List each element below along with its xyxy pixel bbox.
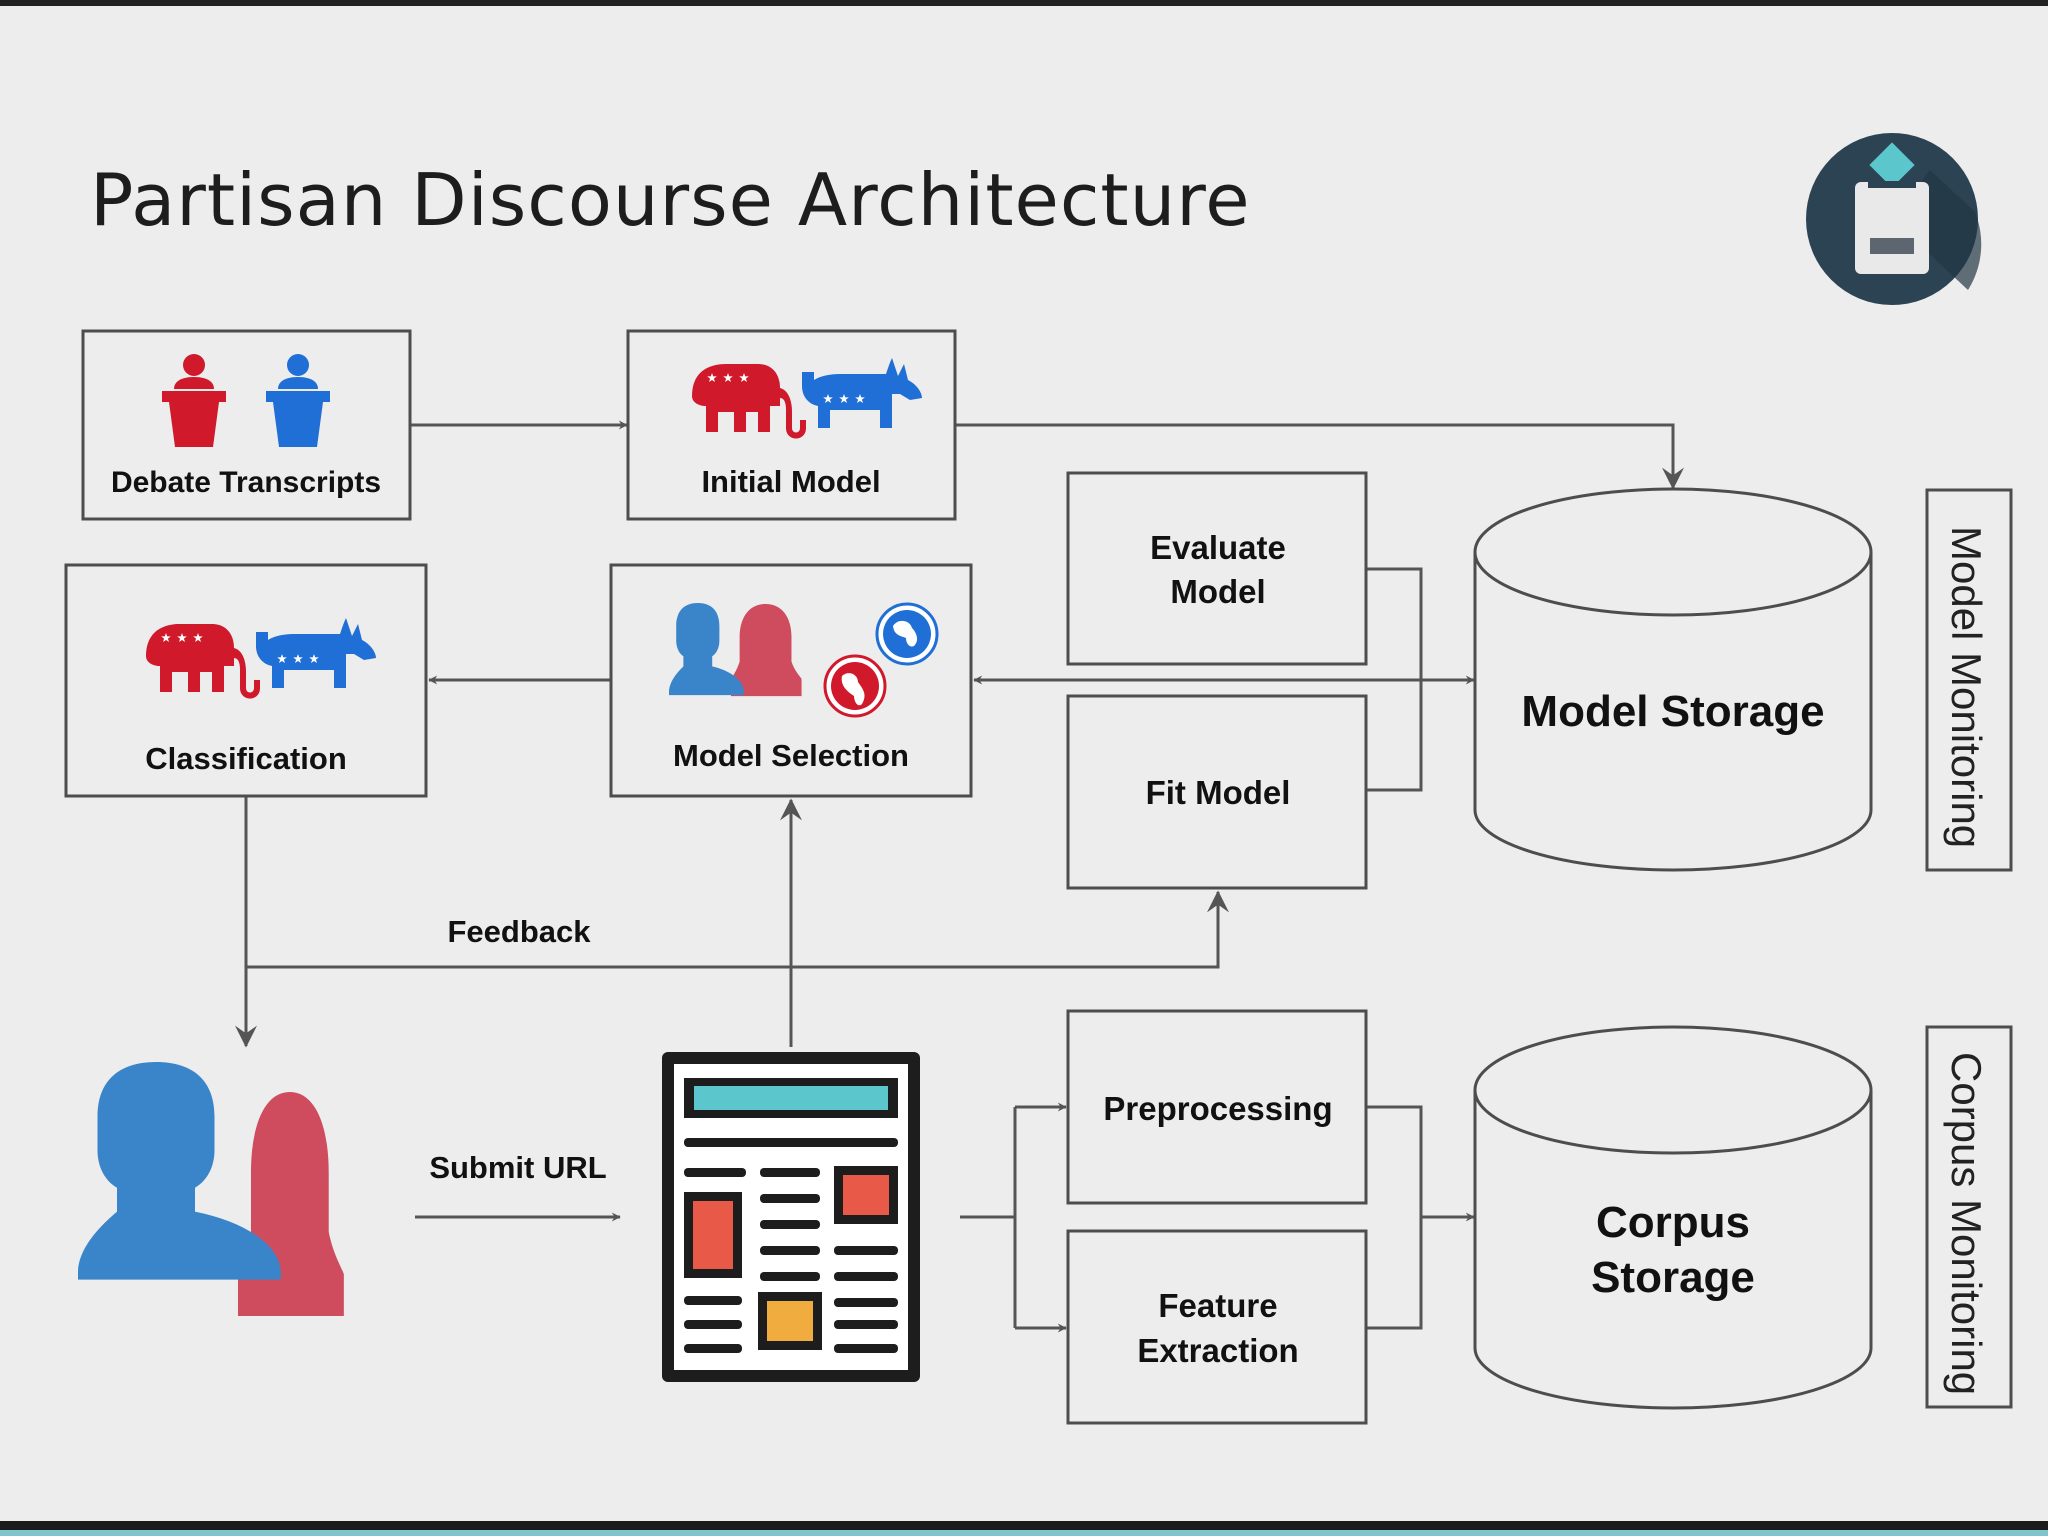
corpus-storage-node: Corpus Storage	[1473, 1025, 1873, 1410]
bracket-preprocess-feature	[1367, 1105, 1423, 1330]
page-title: Partisan Discourse Architecture	[90, 158, 1251, 242]
elephant-icon	[692, 364, 806, 439]
edge-feedback-to-fit-model	[246, 890, 1229, 969]
elephant-icon	[146, 624, 260, 699]
corpus-storage-label-2: Storage	[1591, 1253, 1755, 1302]
corpus-storage-label-1: Corpus	[1596, 1198, 1750, 1247]
corpus-monitoring-node: Corpus Monitoring	[1925, 1025, 2013, 1409]
preprocessing-label: Preprocessing	[1103, 1090, 1332, 1127]
preprocessing-node: Preprocessing	[1066, 1009, 1368, 1205]
globe-icon-red	[823, 654, 887, 718]
feedback-label: Feedback	[447, 914, 591, 949]
model-selection-label: Model Selection	[673, 738, 909, 773]
model-storage-label: Model Storage	[1521, 687, 1824, 736]
classification-label: Classification	[145, 741, 347, 776]
newspaper-icon	[662, 1052, 920, 1382]
classification-node: Classification	[64, 563, 428, 798]
user-icon-red	[731, 604, 802, 697]
connectors	[235, 420, 1684, 1333]
initial-model-node: Initial Model	[626, 329, 957, 521]
speaker-icon-blue	[266, 354, 330, 447]
bottom-border	[0, 1521, 2048, 1536]
feature-extraction-label-1: Feature	[1158, 1287, 1277, 1324]
debate-transcripts-label: Debate Transcripts	[111, 466, 381, 499]
feature-extraction-node: Feature Extraction	[1066, 1229, 1368, 1425]
debate-transcripts-node: Debate Transcripts	[81, 329, 412, 521]
user-icon-blue	[669, 603, 744, 696]
globe-icon-blue	[875, 602, 939, 666]
fit-model-label: Fit Model	[1146, 774, 1291, 811]
model-storage-node: Model Storage	[1473, 487, 1873, 872]
donkey-icon	[802, 358, 922, 428]
evaluate-model-label-1: Evaluate	[1150, 529, 1286, 566]
fit-model-node: Fit Model	[1066, 694, 1368, 890]
ballot-box-icon	[1806, 133, 1982, 305]
submit-url-label: Submit URL	[429, 1150, 606, 1185]
speaker-icon-red	[162, 354, 226, 447]
bracket-evaluate-fit	[1367, 567, 1423, 792]
model-selection-node: Model Selection	[609, 563, 973, 798]
evaluate-model-node: Evaluate Model	[1066, 471, 1368, 666]
donkey-icon	[256, 618, 376, 688]
evaluate-model-label-2: Model	[1170, 573, 1265, 610]
edge-initial-model-to-storage	[955, 423, 1684, 490]
top-border	[0, 0, 2048, 6]
users-icon	[78, 1062, 344, 1316]
feature-extraction-label-2: Extraction	[1137, 1332, 1298, 1369]
model-monitoring-label: Model Monitoring	[1943, 526, 1990, 848]
initial-model-label: Initial Model	[701, 464, 880, 499]
corpus-monitoring-label: Corpus Monitoring	[1943, 1052, 1990, 1395]
model-monitoring-node: Model Monitoring	[1925, 488, 2013, 872]
